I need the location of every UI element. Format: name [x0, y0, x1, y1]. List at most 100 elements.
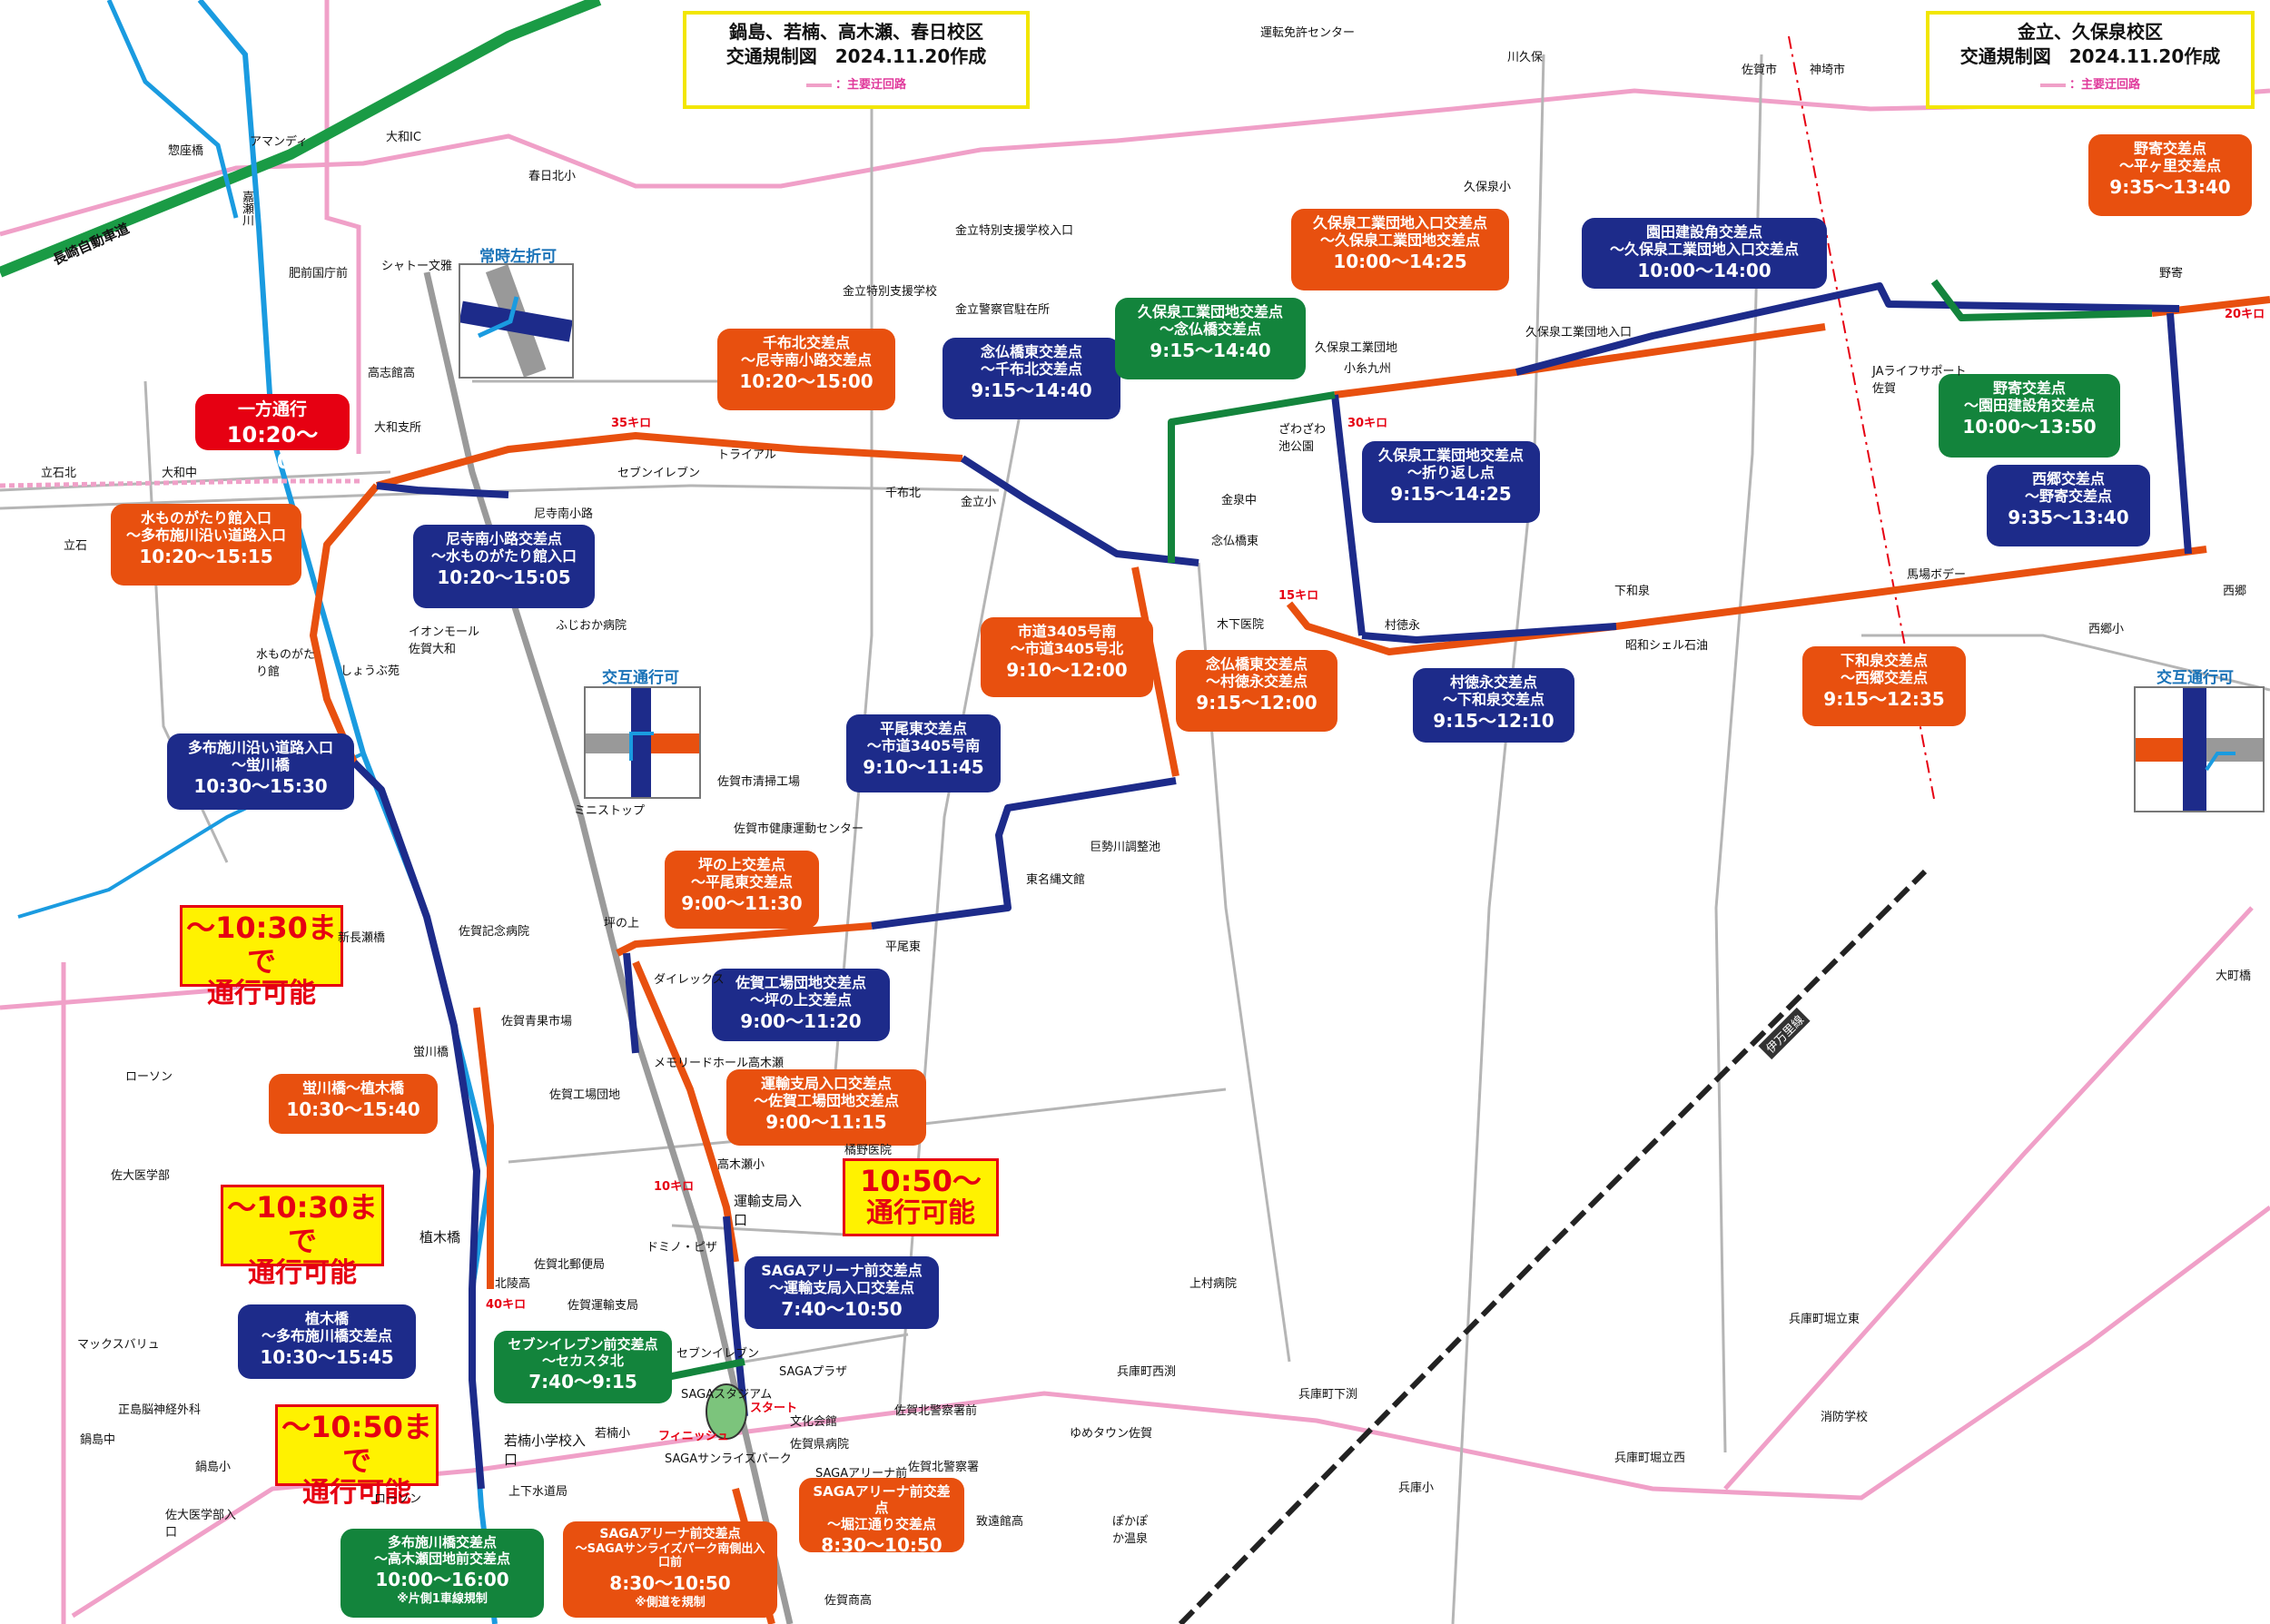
title-right-line2: 交通規制図 2024.11.20作成	[1959, 45, 2221, 67]
callout-kuboizumi-line2: ～念仏橋交差点	[1159, 320, 1261, 339]
label-hyogo-nishi: 兵庫町西渕	[1117, 1365, 1177, 1379]
callout-sagaarena2-line2: ～堀江通り交差点	[826, 1516, 936, 1532]
callout-shimowaizumi: 下和泉交差点 ～西郷交差点 9:15～12:35	[1802, 646, 1966, 726]
callout-shido: 市道3405号南 ～市道3405号北 9:10～12:00	[981, 617, 1153, 697]
callout-nishigou: 西郷交差点 ～野寄交差点 9:35～13:40	[1987, 465, 2150, 546]
course-navy-7	[623, 952, 639, 1054]
label-hokuryo: 北陵高	[495, 1277, 531, 1291]
callout-tsubonoue-line2: ～平尾東交差点	[690, 873, 793, 891]
callout-tafuse: 多布施川沿い道路入口 ～蛍川橋 10:30～15:30	[167, 733, 354, 810]
callout-kouba-time: 9:00～11:20	[740, 1010, 862, 1033]
course-orange-1	[375, 432, 963, 489]
label-kubo-iriguchi: 久保泉工業団地入口	[1525, 326, 1633, 340]
label-kasuga: 春日北小	[528, 170, 577, 183]
label-amanedy: アマンディ	[250, 135, 309, 149]
label-kinoshita: 木下医院	[1217, 618, 1265, 632]
label-saga-shougyo: 佐賀商高	[824, 1594, 873, 1608]
passable-box-1-time: ～10:30まで	[186, 910, 337, 979]
course-navy-10	[1361, 623, 1617, 644]
callout-sagaarena2: SAGAアリーナ前交差点 ～堀江通り交差点 8:30～10:50	[799, 1478, 964, 1556]
label-kashino: 橘野医院	[844, 1144, 893, 1157]
callout-muratokunaga-line1: 村徳永交差点	[1449, 674, 1537, 691]
callout-sagaarena-line1: SAGAアリーナ前交差点	[761, 1262, 923, 1279]
passable-box-4-label: 通行可能	[866, 1196, 975, 1229]
label-hiraohigashi: 平尾東	[885, 940, 922, 954]
callout-nenbutsuhigashi-time: 9:15～14:40	[971, 379, 1092, 402]
label-nabeshima-chu: 鍋島中	[80, 1433, 116, 1447]
route-navy	[351, 282, 2192, 1490]
callout-amadera: 尼寺南小路交差点 ～水ものがたり館入口 10:20～15:05	[413, 525, 595, 608]
callout-chifukita-time: 10:20～15:00	[739, 370, 873, 393]
label-kinryu-sho: 金立小	[961, 496, 997, 509]
callout-oneway-time: 10:20～15:05	[226, 421, 319, 474]
grey-road-10	[671, 1224, 845, 1236]
km-40: 40キロ	[486, 1298, 527, 1312]
callout-noyori: 野寄交差点 ～平ヶ里交差点 9:35～13:40	[2088, 134, 2252, 216]
callout-nishigou-time: 9:35～13:40	[2008, 507, 2129, 529]
label-chateau: シャトー文雅	[381, 260, 453, 273]
label-nabeshima: 正島脳神経外科	[118, 1403, 202, 1417]
callout-sagaarena2-time: 8:30～10:50	[821, 1534, 943, 1556]
label-seven2: セブンイレブン	[676, 1347, 760, 1361]
callout-oneway: 一方通行 10:20～15:05	[195, 394, 350, 474]
callout-sonoda-line1: 園田建設角交差点	[1645, 223, 1762, 241]
label-soza: 惣座橋	[168, 144, 204, 158]
label-kouha: 高志館高	[368, 367, 416, 380]
label-pokapoka: ぽかぽか温泉	[1112, 1515, 1149, 1546]
km-20: 20キロ	[2225, 308, 2265, 321]
label-tsubonoue: 坪の上	[604, 917, 640, 930]
callout-kouba-line1: 佐賀工場団地交差点	[735, 974, 866, 991]
callout-sagaarena-time: 7:40～10:50	[781, 1298, 903, 1321]
course-green-2	[1930, 279, 2153, 321]
label-police: 金立警察官駐在所	[955, 303, 1051, 317]
callout-kuboizumiiriguchi-line1: 久保泉工業団地入口交差点	[1312, 214, 1487, 231]
passable-box-2-label: 通行可能	[248, 1256, 357, 1289]
label-chifukita: 千布北	[885, 487, 922, 500]
course-navy-9	[351, 760, 485, 1490]
title-box-right: 金立、久保泉校区 交通規制図 2024.11.20作成 ：主要迂回路	[1926, 11, 2255, 109]
callout-tafusebashi: 多布施川橋交差点 ～高木瀬団地前交差点 10:00～16:00 ※片側1車線規制	[340, 1529, 544, 1618]
callout-nishigou-line1: 西郷交差点	[2031, 470, 2105, 487]
title-box-left: 鍋島、若楠、高木瀬、春日校区 交通規制図 2024.11.20作成 ：主要迂回路	[683, 11, 1030, 109]
callout-shimowaizumi-line1: 下和泉交差点	[1840, 652, 1928, 669]
label-jogesuido: 上下水道局	[508, 1485, 568, 1499]
callout-mizumono-line1: 水ものがたり館入口	[140, 509, 271, 527]
label-higashinago: 東名縄文館	[1026, 873, 1086, 887]
label-aomono: 佐賀青果市場	[501, 1015, 573, 1029]
callout-kouba-line2: ～坪の上交差点	[749, 991, 852, 1009]
passable-box-3-label: 通行可能	[302, 1476, 411, 1509]
label-kinryu-tokubetsu: 金立特別支援学校入口	[955, 224, 1074, 238]
callout-tafuse-line1: 多布施川沿い道路入口	[187, 739, 333, 756]
callout-seven-time: 7:40～9:15	[528, 1371, 637, 1393]
label-hizen: 肥前国庁前	[289, 267, 349, 281]
callout-seven: セブンイレブン前交差点 ～セカスタ北 7:40～9:15	[494, 1331, 672, 1403]
callout-orikaeshi: 久保泉工業団地交差点 ～折り返し点 9:15～14:25	[1362, 441, 1540, 523]
label-kubo-kogyo: 久保泉工業団地	[1315, 341, 1398, 355]
km-10: 10キロ	[654, 1180, 695, 1194]
callout-tafusebashi-line2: ～高木瀬団地前交差点	[373, 1550, 510, 1567]
title-left-line1: 鍋島、若楠、高木瀬、春日校区	[729, 21, 983, 43]
kase-river	[106, 0, 239, 219]
callout-orikaeshi-time: 9:15～14:25	[1390, 483, 1512, 506]
label-kasegawa: 嘉瀬川	[240, 191, 253, 226]
label-yamato-ic: 大和IC	[386, 131, 421, 144]
detour-line	[0, 478, 363, 488]
label-takagise-sho: 高木瀬小	[717, 1158, 765, 1172]
callout-kuboizumi: 久保泉工業団地交差点 ～念仏橋交差点 9:15～14:40	[1115, 298, 1306, 379]
km-15: 15キロ	[1278, 589, 1319, 603]
label-memoread: メモリードホール高木瀬	[654, 1057, 785, 1070]
expressway-line	[0, 0, 602, 278]
callout-noyori-time: 9:35～13:40	[2109, 176, 2231, 199]
label-hyogo-shimo: 兵庫町下渕	[1298, 1388, 1358, 1402]
callout-noyori-line1: 野寄交差点	[2133, 140, 2206, 157]
callout-tafusebashi-line1: 多布施川橋交差点	[387, 1534, 497, 1550]
callout-noyori2-line1: 野寄交差点	[1992, 379, 2066, 397]
legend-left: ：主要迂回路	[686, 74, 1026, 92]
label-nabeshima-sho: 鍋島小	[195, 1461, 232, 1474]
callout-oneway-line1: 一方通行	[237, 399, 307, 419]
label-kita-keisatsu-mae: 佐賀北警察署前	[894, 1404, 978, 1418]
label-lawson1: ローソン	[125, 1070, 173, 1084]
callout-shido-line1: 市道3405号南	[1017, 623, 1117, 640]
passable-box-3: ～10:50まで 通行可能	[275, 1404, 439, 1508]
callout-mizumono-line2: ～多布施川沿い道路入口	[125, 527, 286, 545]
